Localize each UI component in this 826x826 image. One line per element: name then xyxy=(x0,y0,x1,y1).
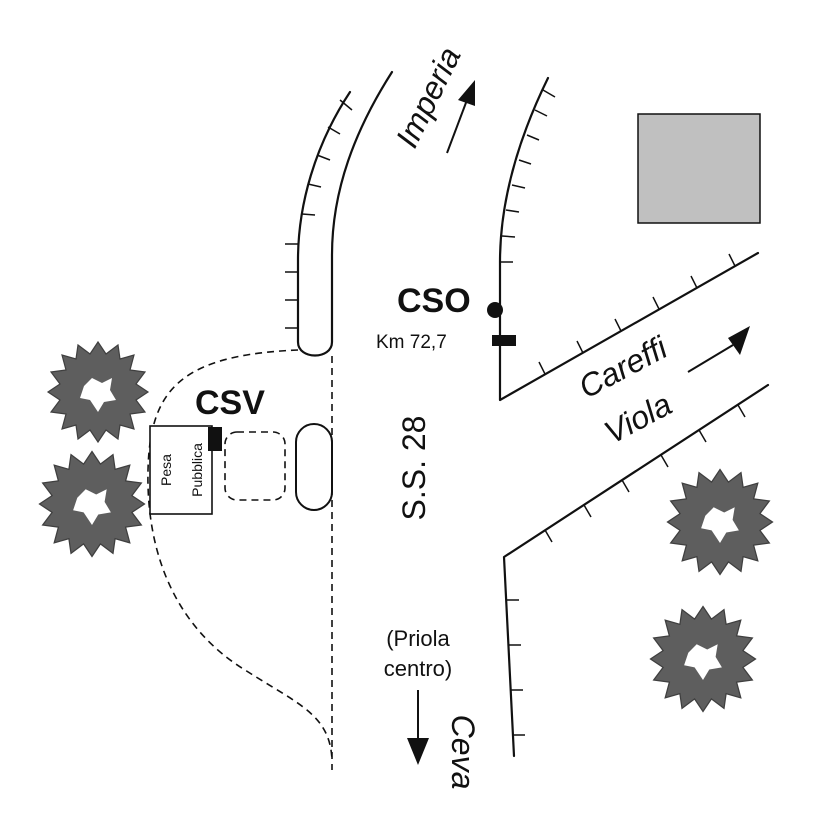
label-imperia: Imperia xyxy=(389,41,468,153)
bush-icon xyxy=(649,605,757,713)
label-viola: Viola xyxy=(598,386,677,451)
bush-icon xyxy=(666,468,774,576)
parking-area-outline xyxy=(147,349,333,761)
csv-marker xyxy=(208,427,222,451)
label-priola-line1: (Priola xyxy=(386,626,450,651)
building-block xyxy=(637,113,761,224)
traffic-island xyxy=(295,423,333,511)
label-ss28: S.S. 28 xyxy=(396,416,432,521)
pesa-label-line1: Pesa xyxy=(158,454,174,486)
label-cso: CSO xyxy=(397,282,471,320)
label-priola-line2: centro) xyxy=(384,656,452,681)
road-right-ticks xyxy=(500,89,736,375)
arrow-imperia-icon xyxy=(446,80,475,154)
road-left-ticks xyxy=(285,99,353,329)
road-left-edge xyxy=(296,70,394,357)
arrow-ceva-icon xyxy=(407,690,429,765)
cso-marker xyxy=(487,302,503,318)
arrow-careffi-icon xyxy=(687,326,750,373)
bush-icon xyxy=(38,450,146,558)
pesa-label-line2: Pubblica xyxy=(189,443,205,497)
dashed-parking-space xyxy=(224,431,286,501)
label-km: Km 72,7 xyxy=(376,332,447,353)
label-ceva: Ceva xyxy=(445,715,481,790)
road-lower-right-ticks xyxy=(506,404,746,736)
label-csv: CSV xyxy=(195,384,265,422)
pesa-pubblica-box xyxy=(149,425,213,515)
road-lower-right-edge xyxy=(502,383,770,758)
km-marker xyxy=(492,335,516,346)
bush-icon xyxy=(47,341,149,443)
